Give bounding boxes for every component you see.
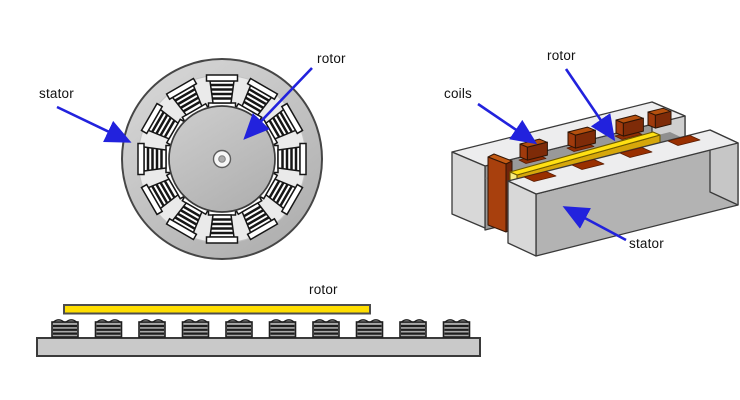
lin3d-front-coil-pads — [523, 135, 701, 182]
arrow-lin3d-rotor — [564, 68, 616, 142]
side-coil-stacks — [50, 318, 471, 339]
arrow-lin3d-coils — [477, 102, 538, 145]
side-stator-base — [36, 337, 481, 357]
rotary-stator-label: stator — [39, 86, 74, 101]
coil-box — [615, 114, 644, 137]
rotary-shaft-center — [218, 155, 226, 163]
callout-arrows — [56, 67, 627, 242]
arrow-rotary-stator — [56, 105, 132, 143]
lin3d-rotor-label: rotor — [547, 48, 576, 63]
side-rotor-bar — [63, 304, 371, 315]
coil-box — [647, 107, 672, 129]
rotary-rotor-label: rotor — [317, 51, 346, 66]
linear-motor-3d-figure — [451, 101, 739, 257]
linear-motor-side-figure — [36, 304, 481, 357]
lin3d-coils-label: coils — [444, 86, 473, 101]
lin3d-stator-label: stator — [629, 236, 664, 251]
arrow-rotary-rotor — [243, 67, 313, 140]
arrow-lin3d-stator — [562, 206, 627, 242]
lin3d-coil-boxes — [519, 107, 672, 161]
side-rotor-label: rotor — [309, 282, 338, 297]
coil-box — [519, 138, 548, 161]
coil-box — [567, 126, 596, 149]
